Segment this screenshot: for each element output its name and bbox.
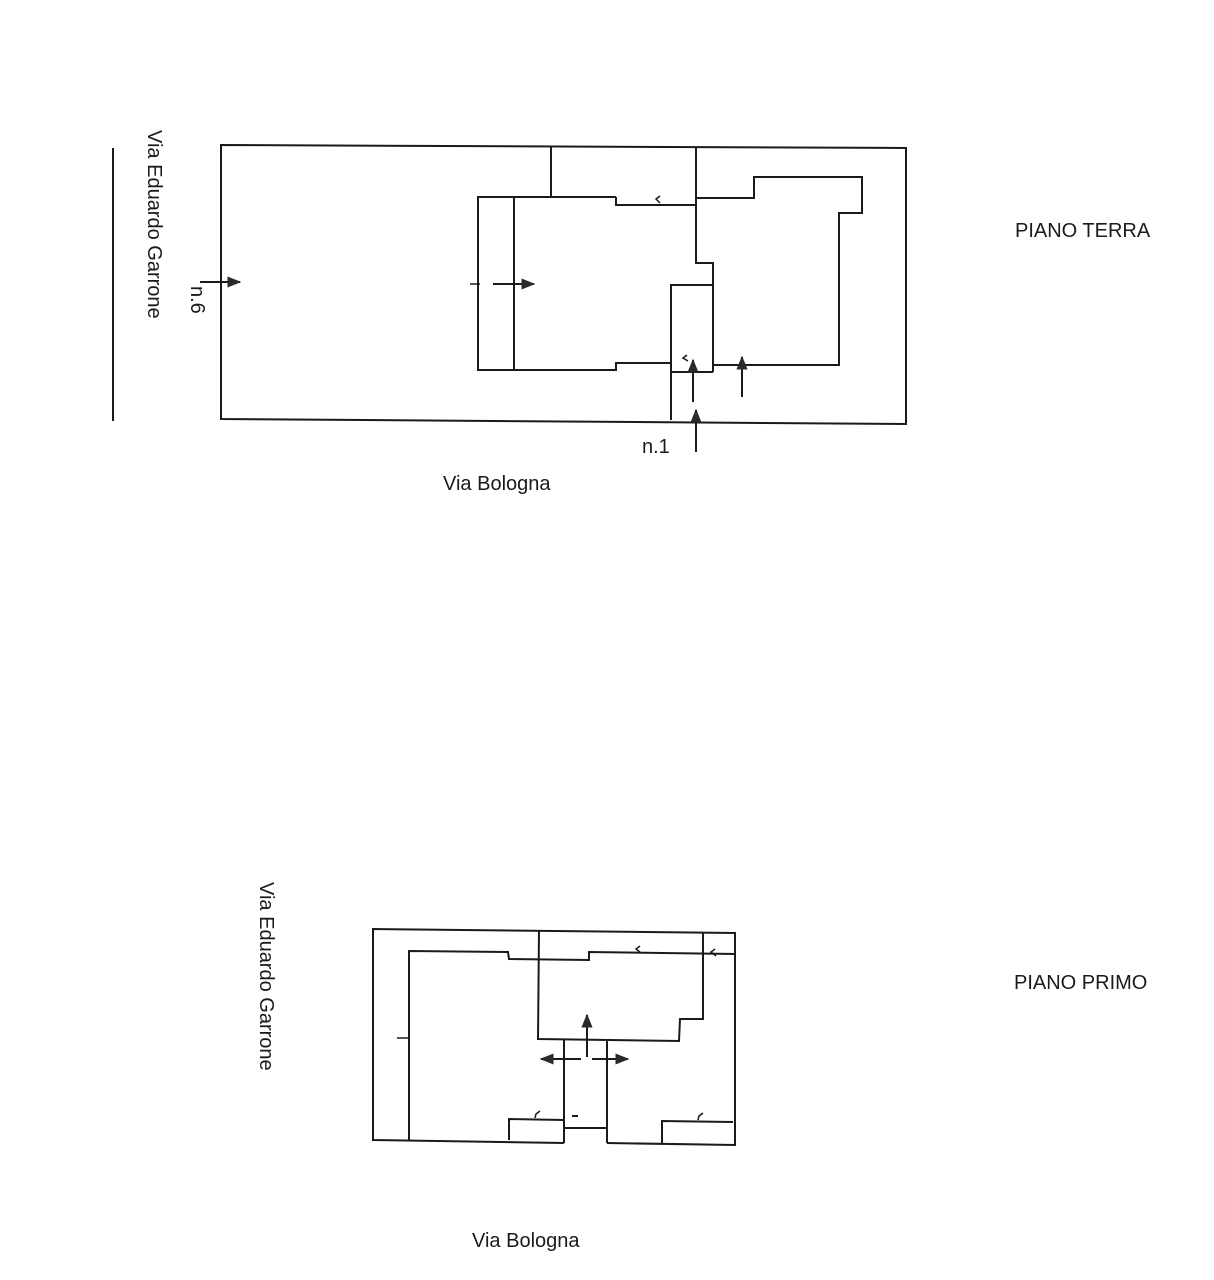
right-building	[696, 176, 863, 366]
door-mark	[681, 354, 689, 362]
wall	[695, 148, 714, 372]
street-label-side: Via Eduardo Garrone	[255, 882, 277, 1071]
building-outline	[372, 927, 736, 1147]
main-building	[477, 196, 671, 371]
entrance-number-side: n.6	[186, 286, 208, 314]
inner-wall	[408, 949, 736, 1140]
entrance-number-bottom: n.1	[642, 436, 670, 458]
central-room	[536, 930, 704, 1043]
ground-floor-plan: Via Eduardo Garrone n.6 PIANO TERRA n.1 …	[112, 130, 1151, 495]
door-mark	[534, 1110, 541, 1119]
lot-outline	[220, 143, 907, 426]
first-floor-plan: Via Eduardo Garrone PIANO PRIMO Via Bolo…	[255, 882, 1147, 1252]
door-mark	[654, 195, 661, 204]
small-room	[508, 1117, 565, 1140]
street-label-bottom: Via Bologna	[443, 473, 551, 495]
floor-title: PIANO PRIMO	[1014, 972, 1147, 994]
street-label-bottom: Via Bologna	[472, 1230, 580, 1252]
small-room	[661, 1119, 734, 1143]
floor-title: PIANO TERRA	[1015, 220, 1151, 242]
street-label-side: Via Eduardo Garrone	[143, 130, 165, 319]
main-building-top	[615, 197, 696, 206]
corridor-wall	[670, 284, 713, 420]
door-mark	[634, 945, 641, 953]
door-mark	[709, 948, 717, 957]
door-mark	[697, 1112, 704, 1121]
